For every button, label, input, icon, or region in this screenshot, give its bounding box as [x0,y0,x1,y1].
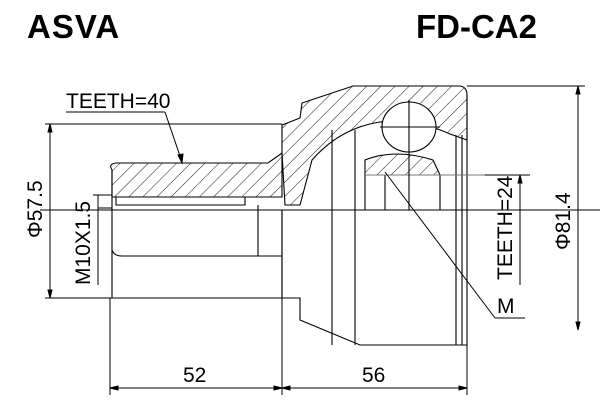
inner-teeth-label: TEETH=24 [494,175,517,280]
leader-lines [66,111,525,319]
length-56-label: 56 [362,364,385,387]
diameter-57-5-label: Φ57.5 [24,180,47,238]
outer-teeth-label: TEETH=40 [66,90,170,113]
length-52-label: 52 [183,364,206,387]
marker-m-label: M [497,295,515,318]
dimension-left-diameter [45,123,282,299]
diameter-81-4-label: Φ81.4 [552,192,575,250]
part-number-label: FD-CA2 [416,8,537,45]
dimension-lengths [109,298,468,395]
thread-label: M10X1.5 [72,201,95,285]
brand-label: ASVA [27,8,121,45]
housing-body [281,85,485,346]
dimension-right-diameter [467,85,585,331]
shaft-body [110,151,283,299]
